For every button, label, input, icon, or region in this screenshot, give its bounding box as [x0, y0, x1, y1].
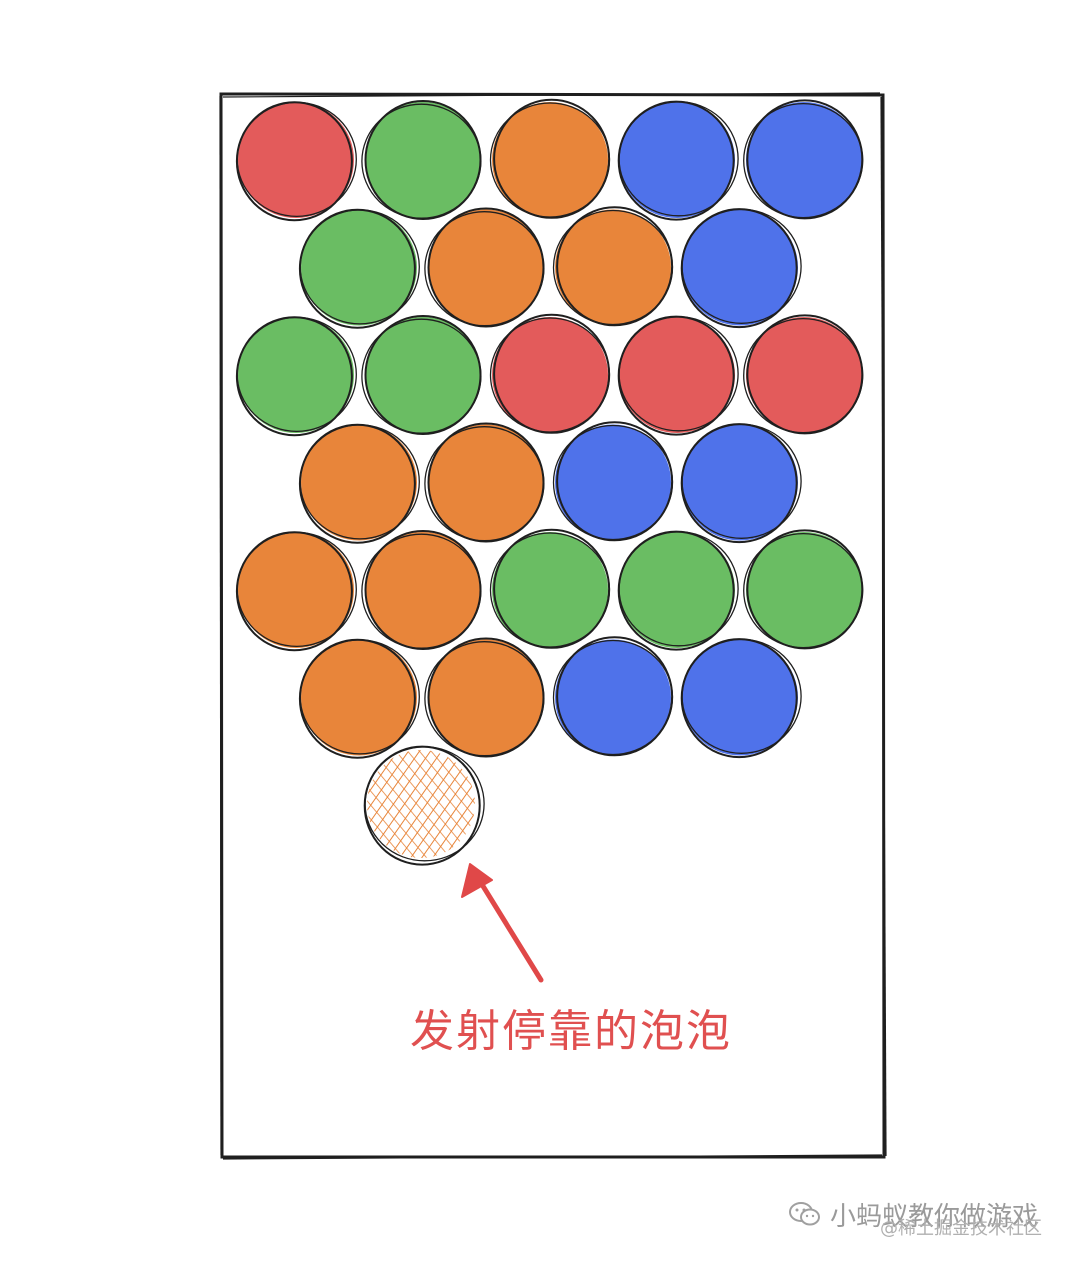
bubble-fill: [555, 424, 671, 541]
bubble-outline: [618, 101, 739, 217]
landed-bubble: [363, 745, 485, 866]
bubble-outline: [743, 102, 864, 219]
bubble-fill: [492, 317, 608, 433]
bubble-outline: [361, 533, 482, 649]
bubble-fill: [428, 639, 544, 756]
bubble-outline: [681, 208, 802, 324]
landed-bubble-group: [363, 745, 485, 866]
watermark-text: 小蚂蚁教你做游戏: [830, 1201, 1039, 1232]
bubble-fill: [365, 532, 481, 648]
bubble-outline: [489, 102, 611, 218]
bubble-fill: [301, 209, 417, 326]
bubble-fill: [682, 209, 798, 326]
bubble-outline: [236, 316, 357, 433]
bubble-outline: [618, 531, 739, 647]
bubble-outline: [236, 101, 357, 218]
bubble-green: [489, 528, 611, 649]
bubble-fill: [428, 209, 544, 326]
bubble-orange: [298, 423, 420, 544]
bubble-blue: [680, 638, 802, 759]
bubble-outline: [424, 211, 545, 327]
bubble-blue: [680, 208, 802, 329]
bubble-fill: [682, 639, 798, 756]
bubble-outline: [681, 423, 802, 539]
bubble-green: [361, 100, 482, 220]
bubble-fill: [492, 532, 608, 648]
bubble-fill: [428, 424, 544, 541]
bubble-fill: [555, 639, 671, 756]
wechat-icon: [789, 1202, 820, 1226]
arrow-icon: [461, 863, 544, 983]
bubble-outline: [552, 639, 674, 756]
watermark: 小蚂蚁教你做游戏: [788, 1198, 1039, 1232]
bubble-outline: [743, 317, 864, 434]
bubble-outline: [361, 103, 482, 219]
annotation-label: 发射停靠的泡泡: [410, 1006, 732, 1057]
bubble-outline: [364, 746, 485, 862]
bubble-blue: [617, 100, 739, 221]
bubble-orange: [235, 531, 357, 652]
bubble-blue: [680, 423, 802, 544]
bubble-green: [298, 208, 420, 329]
bubble-fill: [492, 102, 608, 218]
bubble-orange: [489, 98, 611, 219]
bubble-outline: [552, 209, 674, 326]
watermark-sub-text: @稀土掘金技术社区: [880, 1218, 1042, 1239]
bubble-fill: [365, 102, 481, 218]
bubble-grid: [235, 98, 864, 759]
bubble-outline: [681, 638, 802, 754]
bubble-outline: [299, 424, 420, 540]
bubble-fill: [301, 424, 417, 541]
bubble-fill: [301, 639, 417, 756]
bubble-fill: [238, 317, 354, 433]
bubble-fill: [746, 532, 862, 648]
bubble-fill: [619, 102, 735, 218]
bubble-outline: [489, 317, 611, 433]
bubble-outline: [424, 426, 545, 542]
bubble-blue: [743, 99, 864, 220]
bubble-fill: [238, 532, 354, 648]
bubble-outline: [743, 532, 864, 649]
landed-bubble-hatch: [367, 750, 475, 858]
bubble-orange: [424, 637, 545, 758]
bubble-blue: [552, 421, 674, 542]
bubble-red: [617, 315, 739, 436]
bubble-fill: [619, 317, 735, 433]
bubble-red: [235, 101, 357, 222]
bubble-fill: [238, 102, 354, 218]
bubble-fill: [746, 317, 862, 433]
bubble-red: [743, 314, 864, 435]
bubble-outline: [424, 641, 545, 757]
bubble-fill: [619, 532, 735, 648]
play-field-frame: [219, 92, 887, 1160]
bubble-orange: [361, 530, 482, 650]
bubble-orange: [552, 206, 674, 327]
bubble-orange: [424, 422, 545, 543]
bubble-outline: [552, 424, 674, 541]
bubble-green: [743, 529, 864, 650]
bubble-green: [617, 530, 739, 651]
bubble-outline: [299, 209, 420, 325]
bubble-outline: [618, 316, 739, 432]
bubble-fill: [555, 209, 671, 326]
bubble-fill: [365, 317, 481, 433]
bubble-blue: [552, 636, 674, 757]
bubble-orange: [424, 207, 545, 328]
bubble-red: [489, 313, 611, 434]
bubble-outline: [361, 318, 482, 434]
bubble-orange: [298, 638, 420, 759]
bubble-outline: [299, 639, 420, 755]
bubble-fill: [682, 424, 798, 541]
bubble-outline: [489, 532, 611, 648]
bubble-green: [361, 315, 482, 435]
bubble-fill: [746, 102, 862, 218]
bubble-green: [235, 316, 357, 437]
bubble-outline: [236, 531, 357, 648]
